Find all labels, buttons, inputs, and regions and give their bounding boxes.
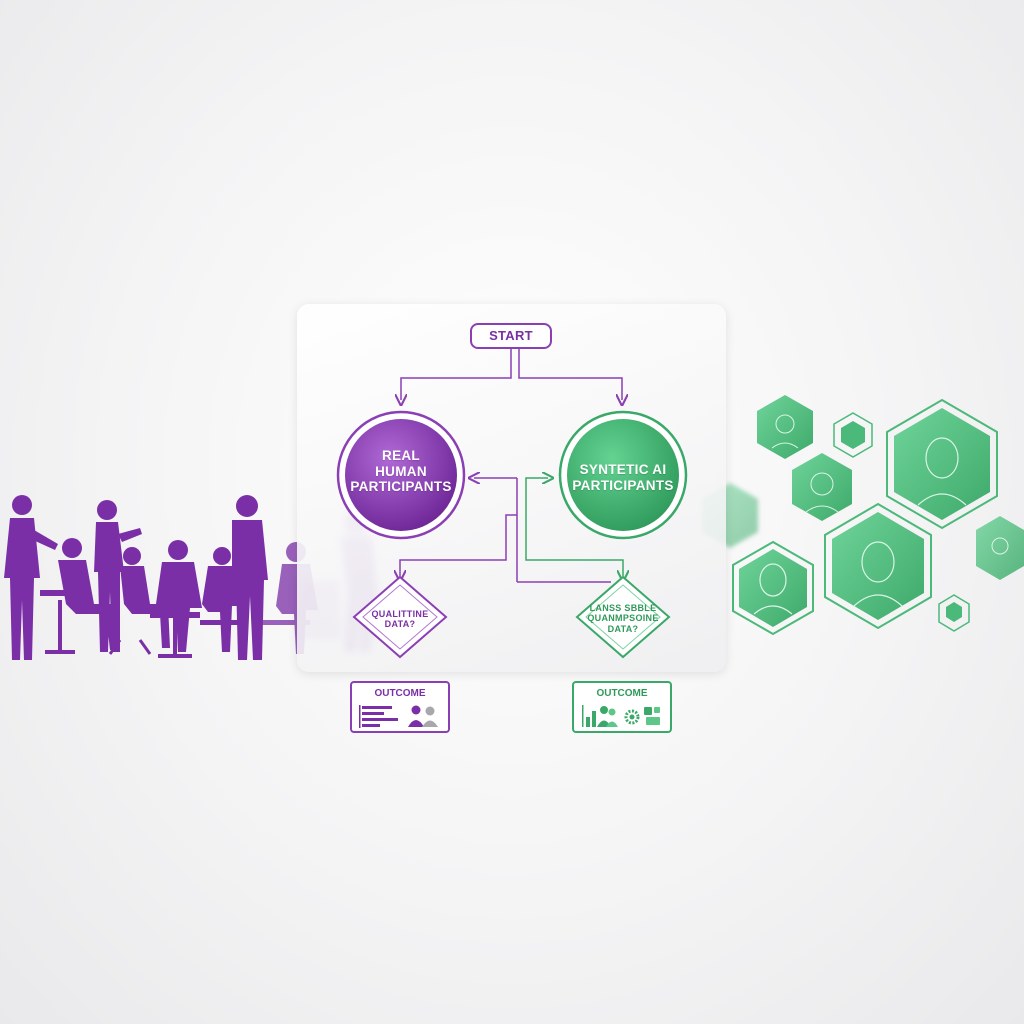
- qualitative-data-decision: [352, 575, 448, 659]
- right-node-label: SYNTETIC AI PARTICIPANTS: [563, 462, 683, 493]
- left-outcome-card: OUTCOME: [350, 681, 450, 733]
- right-outcome-graphics: [582, 705, 660, 727]
- right-diamond-line-2: QUANMPSOINE: [587, 613, 659, 624]
- connector-start-left: [401, 349, 512, 400]
- start-node: START: [470, 323, 552, 349]
- left-node-line-3: PARTICIPANTS: [350, 479, 452, 495]
- left-node-line-1: REAL: [382, 448, 420, 463]
- right-node-line-1: SYNTETIC AI: [579, 462, 667, 477]
- right-diamond-line-1: LANSS SBBLE: [589, 603, 657, 613]
- left-node-line-2: HUMAN: [375, 463, 427, 479]
- left-diamond-label: QUALITTINE DATA?: [360, 609, 440, 630]
- real-human-participants-node: [336, 410, 466, 540]
- right-node-line-2: PARTICIPANTS: [572, 477, 674, 493]
- right-outcome-card: OUTCOME: [572, 681, 672, 733]
- connector-to-right-diamond: [525, 515, 623, 576]
- left-outcome-graphics: [359, 705, 438, 728]
- left-outcome-label: OUTCOME: [374, 688, 426, 699]
- connector-to-left-diamond: [400, 514, 517, 576]
- right-outcome-label: OUTCOME: [596, 688, 648, 699]
- gear-icon: [624, 709, 640, 725]
- right-diamond-label: LANSS SBBLE QUANMPSOINE DATA?: [578, 603, 668, 634]
- users-icon: [597, 706, 618, 727]
- users-icon: [408, 705, 438, 727]
- left-node-label: REAL HUMAN PARTICIPANTS: [345, 448, 457, 495]
- left-diamond-line-2: DATA?: [384, 619, 416, 630]
- ai-face-icon: [644, 707, 660, 725]
- connector-to-right-node: [525, 478, 548, 515]
- connector-start-right: [518, 349, 622, 400]
- quantitative-data-decision: [575, 575, 671, 659]
- left-diamond-line-1: QUALITTINE: [371, 609, 429, 619]
- right-diamond-line-3: DATA?: [607, 623, 639, 634]
- bar-chart-icon: [582, 705, 596, 727]
- synthetic-ai-participants-node: [558, 410, 688, 540]
- bar-chart-icon: [359, 705, 398, 728]
- ai-face-hexagons-icon: [702, 395, 1024, 636]
